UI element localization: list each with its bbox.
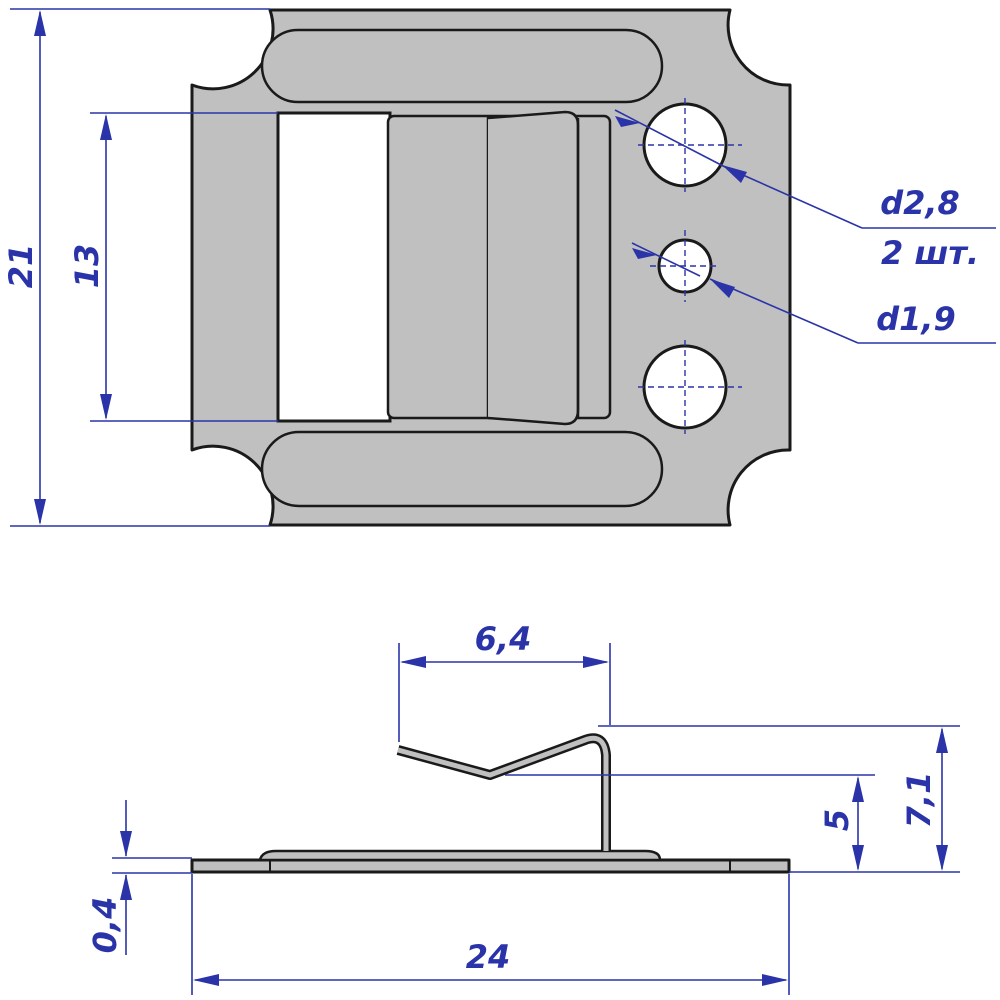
top-slot <box>260 28 664 104</box>
dim-spring-length-label: 6,4 <box>475 620 532 658</box>
leader-small-hole: d1,9 <box>631 242 996 344</box>
side-slot-profile <box>258 849 662 862</box>
dim-window-height: 13 <box>68 112 278 422</box>
small-hole-label: d1,9 <box>876 300 956 338</box>
dim-spring-height: 5 <box>818 776 864 871</box>
dim-height-total: 21 <box>2 8 270 527</box>
window-cutout <box>276 111 392 423</box>
dim-spring-length: 6,4 <box>398 620 611 742</box>
dim-thickness: 0,4 <box>86 800 192 955</box>
dim-height-total-label: 21 <box>2 244 40 289</box>
side-base-plate <box>190 858 791 874</box>
dim-width-total: 24 <box>191 874 790 995</box>
side-view: 6,4 5 7,1 0,4 <box>86 620 960 995</box>
dim-width-total-label: 24 <box>466 938 511 976</box>
dim-total-height-label: 7,1 <box>900 772 938 829</box>
side-spring-inner <box>397 735 609 851</box>
bottom-slot <box>260 430 664 508</box>
top-view: 21 13 d2,8 2 шт. d1,9 <box>2 8 996 527</box>
large-hole-label: d2,8 <box>880 184 960 222</box>
hole-centerlines <box>638 98 742 434</box>
dim-window-height-label: 13 <box>68 244 106 289</box>
side-spring <box>396 733 611 851</box>
dim-total-height: 7,1 <box>900 727 948 871</box>
spring-tab-lip <box>487 110 580 426</box>
leader-large-hole: d2,8 2 шт. <box>614 109 996 272</box>
large-hole-count-label: 2 шт. <box>881 234 979 272</box>
dim-spring-height-label: 5 <box>818 809 856 831</box>
dim-thickness-label: 0,4 <box>86 897 124 954</box>
